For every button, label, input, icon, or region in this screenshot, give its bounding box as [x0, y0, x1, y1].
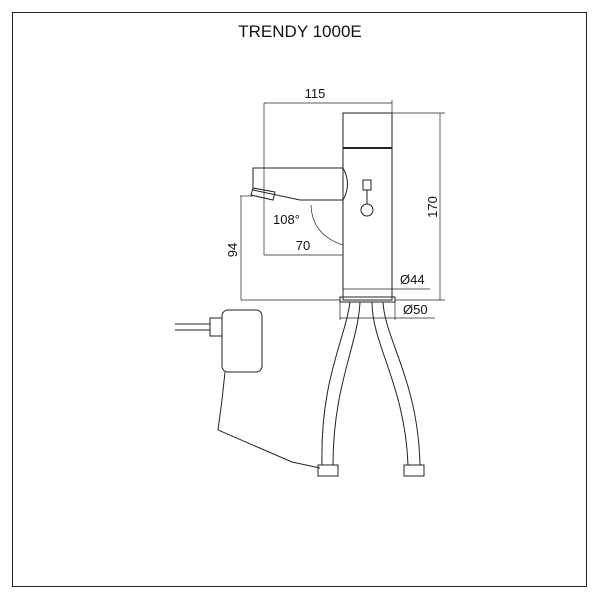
dim-reach-label: 70 [296, 238, 310, 253]
dim-height-label: 170 [425, 196, 440, 218]
hoses [317, 301, 425, 477]
power-adapter [175, 309, 321, 469]
dim-flange-diameter-label: Ø50 [403, 302, 428, 317]
drawing-frame [12, 12, 587, 587]
dim-width-label: 115 [305, 86, 326, 101]
dimension-lines [240, 100, 445, 320]
dim-spout-height-label: 94 [225, 243, 240, 257]
dim-body-diameter-label: Ø44 [400, 272, 425, 287]
dim-angle-label: 108° [273, 212, 300, 227]
drawing-title: TRENDY 1000E [238, 22, 362, 41]
faucet-body [250, 112, 396, 303]
